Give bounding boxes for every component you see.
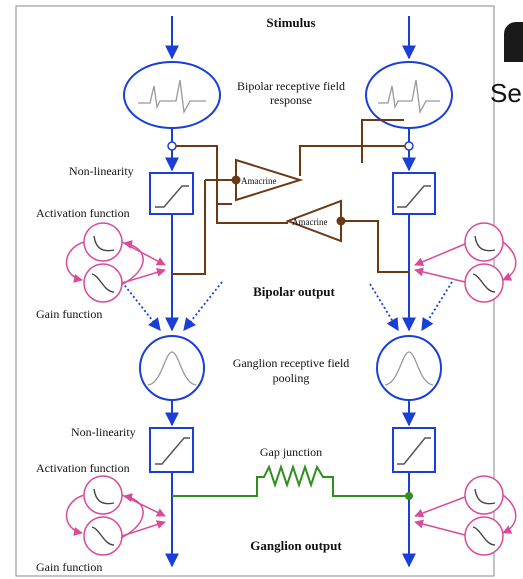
- bipolar-junction-left: [168, 142, 176, 150]
- ganglion-rf-label-line2: pooling: [273, 371, 310, 385]
- amacrine-synapse-upper: [232, 176, 241, 185]
- activation-node-ganglion-left: [84, 476, 122, 514]
- gain-function-label-bipolar: Gain function: [36, 307, 102, 321]
- ganglion-rf-node-left: [140, 336, 204, 400]
- slide-side-text: Se: [490, 78, 522, 109]
- ganglion-rf-label-line1: Ganglion receptive field: [233, 356, 350, 370]
- nonlinearity-label-bipolar: Non-linearity: [69, 164, 134, 178]
- amacrine-synapse-lower: [337, 217, 346, 226]
- bipolar-rf-label-line2: response: [270, 93, 312, 107]
- ganglion-nonlinearity-box-right: [393, 428, 435, 472]
- gain-node-ganglion-right: [465, 517, 503, 555]
- gain-function-label-ganglion: Gain function: [36, 560, 102, 574]
- activation-node-bipolar-left: [84, 223, 122, 261]
- activation-node-bipolar-right: [465, 223, 503, 261]
- gap-junction-node: [405, 492, 413, 500]
- gain-arrow-3: [503, 242, 516, 280]
- stimulus-label: Stimulus: [266, 15, 315, 30]
- bipolar-rf-node-right: [366, 62, 452, 128]
- speaker-photo-thumbnail: [500, 0, 523, 62]
- bipolar-nonlinearity-box-right: [393, 173, 435, 214]
- amacrine-label-upper: Amacrine: [241, 176, 276, 186]
- gain-arrow-3: [503, 495, 516, 533]
- gain-node-ganglion-left: [84, 517, 122, 555]
- amacrine-label-lower: Amacrine: [292, 217, 327, 227]
- bipolar-nonlinearity-box-left: [150, 173, 193, 214]
- ganglion-output-label: Ganglion output: [250, 538, 342, 553]
- activation-function-label-bipolar: Activation function: [36, 206, 130, 220]
- bipolar-rf-label-line1: Bipolar receptive field: [237, 79, 345, 93]
- gap-junction-label: Gap junction: [260, 445, 322, 459]
- ganglion-nonlinearity-box-left: [150, 428, 193, 472]
- bipolar-output-label: Bipolar output: [253, 284, 335, 299]
- activation-node-ganglion-right: [465, 476, 503, 514]
- bipolar-rf-node-left: [124, 62, 220, 128]
- nonlinearity-label-ganglion: Non-linearity: [71, 425, 136, 439]
- bipolar-junction-right: [405, 142, 413, 150]
- gain-node-bipolar-right: [465, 264, 503, 302]
- gain-node-bipolar-left: [84, 264, 122, 302]
- activation-function-label-ganglion: Activation function: [36, 461, 130, 475]
- ganglion-rf-node-right: [377, 336, 441, 400]
